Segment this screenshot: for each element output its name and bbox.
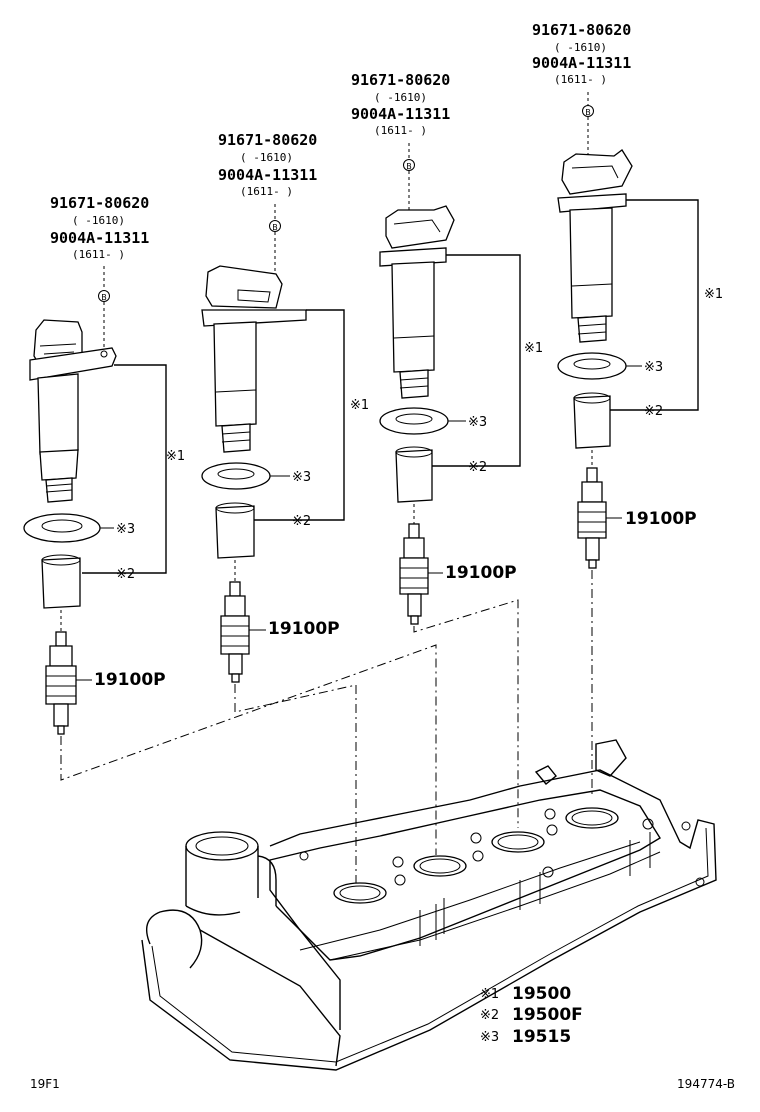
alt-bolt-part-number: 9004A-11311 bbox=[351, 105, 450, 123]
callout-2: ※2 bbox=[644, 404, 663, 419]
bolt-marker bbox=[582, 105, 594, 117]
legend-part-1: 19500 bbox=[512, 984, 571, 1004]
bolt-marker bbox=[403, 159, 415, 171]
spark-plug-part-number: 19100P bbox=[445, 563, 517, 583]
coil-assembly-4: 19100P ※1 ※3 ※2 bbox=[557, 149, 723, 569]
coil-flange bbox=[201, 309, 307, 327]
alt-bolt-part-number: 9004A-11311 bbox=[50, 229, 149, 247]
bolt-marker bbox=[269, 220, 281, 232]
label-block-3: 91671-80620 ( -1610) 9004A-11311 (1611- … bbox=[351, 71, 450, 214]
callout-3: ※3 bbox=[644, 360, 663, 375]
callout-2: ※2 bbox=[468, 460, 487, 475]
alt-bolt-date-range: (1611- ) bbox=[374, 124, 427, 137]
bolt-part-number: 91671-80620 bbox=[532, 21, 631, 39]
alt-bolt-date-range: (1611- ) bbox=[554, 73, 607, 86]
coil-connector bbox=[385, 205, 455, 249]
coil-body bbox=[391, 261, 435, 373]
coil-body bbox=[213, 321, 257, 427]
coil-boot bbox=[577, 315, 607, 343]
spark-plug-part-number: 19100P bbox=[268, 619, 340, 639]
label-block-4: 91671-80620 ( -1610) 9004A-11311 (1611- … bbox=[532, 21, 631, 160]
coil-body bbox=[569, 207, 613, 319]
coil-assembly-1: 19100P ※1 ※3 ※2 bbox=[23, 319, 185, 735]
plug-boot bbox=[41, 557, 81, 609]
callout-1: ※1 bbox=[704, 287, 723, 302]
alt-bolt-part-number: 9004A-11311 bbox=[218, 166, 317, 184]
coil-flange bbox=[29, 347, 117, 381]
bolt-date-range: ( -1610) bbox=[72, 214, 125, 227]
coil-connector bbox=[561, 149, 633, 195]
label-block-1: 91671-80620 ( -1610) 9004A-11311 (1611- … bbox=[50, 194, 149, 352]
spark-plug-part-number: 19100P bbox=[625, 509, 697, 529]
legend: ※1 19500 ※2 19500F ※3 19515 bbox=[480, 984, 583, 1047]
bolt-date-range: ( -1610) bbox=[240, 151, 293, 164]
callout-2: ※2 bbox=[292, 514, 311, 529]
spark-plug bbox=[577, 467, 607, 569]
alt-bolt-part-number: 9004A-11311 bbox=[532, 54, 631, 72]
alt-bolt-date-range: (1611- ) bbox=[72, 248, 125, 261]
illustration-number: 194774-B bbox=[677, 1077, 735, 1091]
coil-connector bbox=[205, 265, 283, 309]
plug-boot bbox=[215, 505, 255, 559]
callout-3: ※3 bbox=[292, 470, 311, 485]
alt-bolt-date-range: (1611- ) bbox=[240, 185, 293, 198]
bolt-part-number: 91671-80620 bbox=[351, 71, 450, 89]
spark-plug bbox=[45, 631, 77, 735]
plug-boot bbox=[395, 449, 433, 503]
spark-plug-part-number: 19100P bbox=[94, 670, 166, 690]
legend-mark-1: ※1 bbox=[480, 987, 499, 1002]
label-block-2: 91671-80620 ( -1610) 9004A-11311 (1611- … bbox=[218, 131, 317, 286]
coil-assembly-2: 19100P ※1 ※3 ※2 bbox=[201, 265, 369, 683]
callout-2: ※2 bbox=[116, 567, 135, 582]
oil-filler-neck bbox=[185, 831, 259, 861]
callout-1: ※1 bbox=[166, 449, 185, 464]
legend-mark-2: ※2 bbox=[480, 1008, 499, 1023]
coil-flange bbox=[379, 247, 447, 267]
legend-part-3: 19515 bbox=[512, 1027, 571, 1047]
coil-body bbox=[37, 373, 79, 455]
callout-3: ※3 bbox=[468, 415, 487, 430]
callout-1: ※1 bbox=[524, 341, 543, 356]
legend-part-2: 19500F bbox=[512, 1005, 583, 1025]
bolt-date-range: ( -1610) bbox=[554, 41, 607, 54]
coil-ring bbox=[379, 407, 449, 435]
bolt-marker-label: B bbox=[272, 223, 278, 232]
coil-ring bbox=[557, 352, 627, 380]
cylinder-head-cover bbox=[141, 739, 717, 1071]
coil-ring bbox=[23, 513, 101, 543]
bolt-marker-label: B bbox=[101, 293, 107, 302]
bolt-date-range: ( -1610) bbox=[374, 91, 427, 104]
coil-boot bbox=[399, 369, 429, 399]
bolt-marker-label: B bbox=[406, 162, 412, 171]
figure-code: 19F1 bbox=[30, 1077, 60, 1091]
bolt-part-number: 91671-80620 bbox=[218, 131, 317, 149]
bolt-marker bbox=[98, 290, 110, 302]
legend-mark-3: ※3 bbox=[480, 1030, 499, 1045]
coil-ring bbox=[201, 462, 271, 490]
bolt-part-number: 91671-80620 bbox=[50, 194, 149, 212]
callout-3: ※3 bbox=[116, 522, 135, 537]
callout-1: ※1 bbox=[350, 398, 369, 413]
coil-boot bbox=[221, 423, 251, 453]
plug-boot bbox=[573, 395, 611, 449]
alignment-lines bbox=[60, 570, 593, 888]
spark-plug bbox=[399, 523, 429, 625]
bolt-marker-label: B bbox=[585, 108, 591, 117]
spark-plug bbox=[220, 581, 250, 683]
coil-assembly-3: 19100P ※1 ※3 ※2 bbox=[379, 205, 543, 625]
